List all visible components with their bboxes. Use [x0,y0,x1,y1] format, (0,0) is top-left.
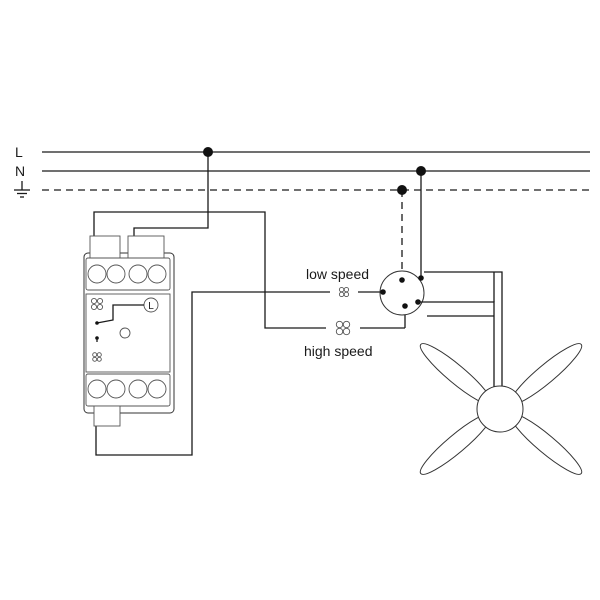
switch-terminal-l: L [148,301,154,312]
earth-junction-dot [397,185,407,195]
high-speed-wire [93,211,326,329]
fan-terminal-box [379,270,425,316]
high-speed-label: high speed [304,343,373,359]
live-line-label: L [15,144,23,160]
low-speed-wire [95,291,330,456]
speed-switch: L [83,235,175,427]
low-speed-label: low speed [306,266,369,282]
ceiling-fan-icon [418,271,583,475]
live-junction-dot [203,147,213,157]
fan-low-icon [338,286,350,298]
neutral-junction-dot [416,166,426,176]
supply-lines: L N [14,144,590,198]
fan-high-icon [335,320,351,336]
switch-fan-icon-lower [92,352,102,362]
ground-icon [14,181,30,198]
switch-fan-icon [90,297,104,311]
neutral-line-label: N [15,163,25,179]
